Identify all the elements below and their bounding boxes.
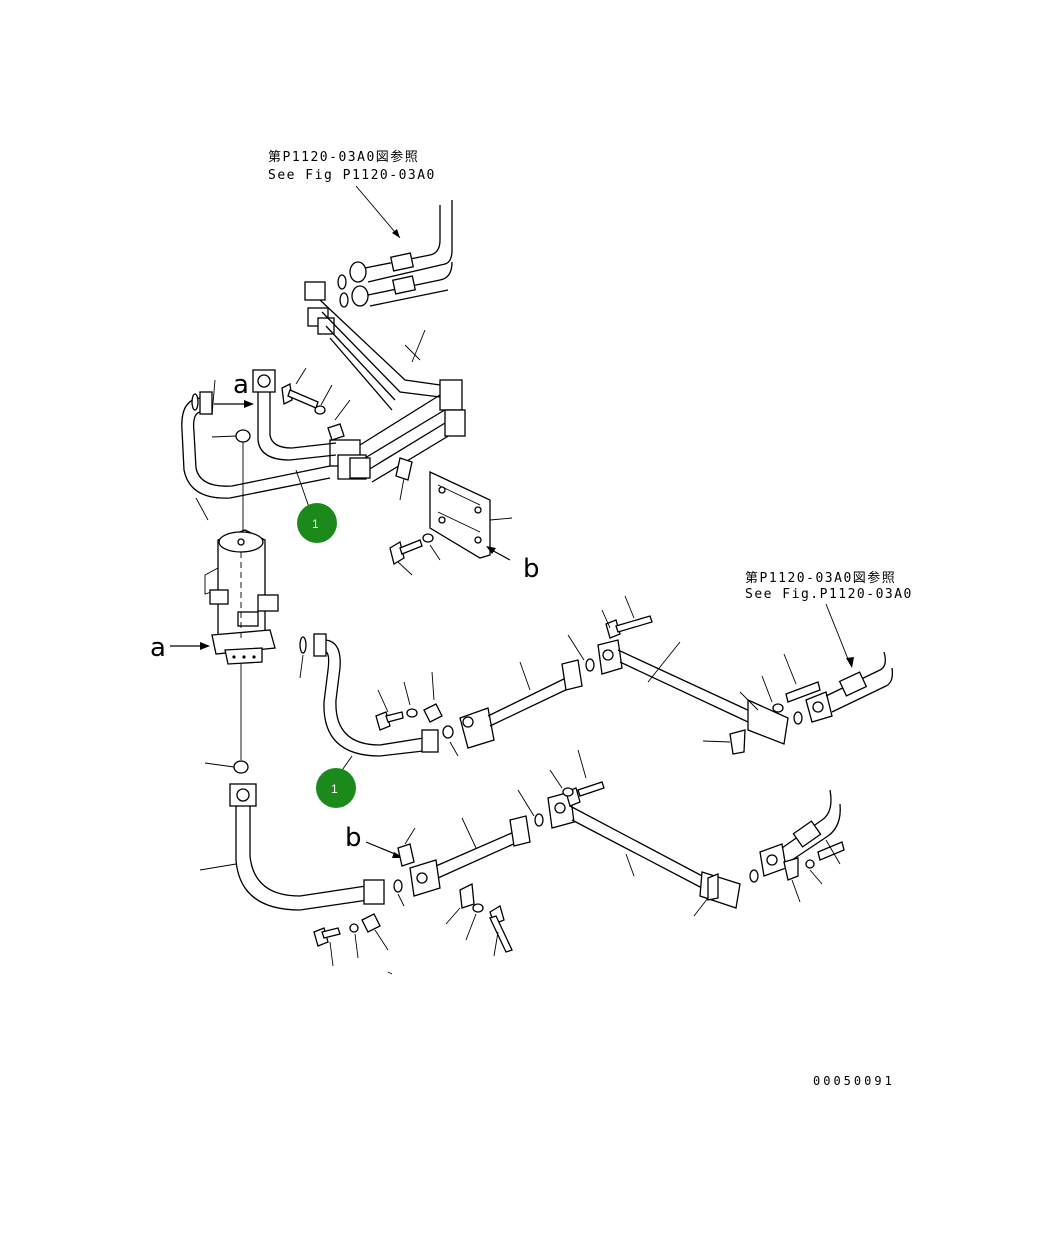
lower-left-bolt-set [313, 913, 389, 967]
upper-flange-blocks [304, 281, 335, 335]
view-a-lower-arrowhead [200, 642, 210, 650]
right-clamp-bolt [702, 653, 821, 755]
tube-junction-block [329, 439, 371, 480]
lower-bolt-right [465, 903, 513, 957]
view-label-b-lower: b [345, 823, 362, 853]
oring-upper [235, 429, 251, 443]
right-hose-upper [793, 651, 894, 725]
callout-1-upper[interactable] [297, 503, 337, 543]
view-label-a-upper: a [233, 370, 249, 400]
bracket-bolt [389, 533, 441, 576]
middle-bolt-set [375, 671, 443, 731]
oring-lower-leader [204, 762, 235, 768]
reference-top-jp: 第P1120-03A0図参照 [268, 149, 419, 165]
view-label-a-lower: a [150, 633, 166, 663]
reference-top-arrow [392, 229, 400, 238]
upper-bolt-set [281, 367, 351, 441]
view-label-b-upper: b [523, 554, 540, 584]
upper-supply-hoses [337, 200, 453, 308]
reference-right-jp: 第P1120-03A0図参照 [745, 570, 896, 586]
lower-right-hose [759, 789, 841, 877]
swivel-joint [204, 529, 279, 665]
elbow-fitting-upper [252, 369, 337, 511]
reference-right-leader [825, 603, 851, 665]
view-a-upper-arrowhead [244, 400, 254, 408]
middle-steel-tube [459, 634, 595, 749]
oring-lower [233, 760, 249, 774]
steel-tubes-upper [319, 299, 466, 483]
lower-right-tube [547, 749, 759, 917]
reference-top-en: See Fig P1120-03A0 [268, 168, 436, 183]
left-hose-upper [181, 379, 331, 521]
lower-steel-tube [397, 789, 544, 925]
tick-mark [387, 971, 393, 975]
lower-right-bolt-set [783, 839, 845, 903]
reference-right-en: See Fig.P1120-03A0 [745, 587, 913, 602]
reference-right-arrow [846, 657, 854, 668]
mounting-bracket [395, 457, 513, 559]
lower-left-hose [199, 783, 405, 911]
callout-1-upper-number: 1 [312, 517, 319, 531]
oring-upper-leader [211, 435, 237, 438]
drawing-code: 00050091 [813, 1074, 895, 1088]
callout-1-lower-number: 1 [331, 782, 338, 796]
callout-1-lower[interactable] [316, 768, 356, 808]
right-tube-upper [597, 595, 789, 745]
view-b-upper-arrowhead [486, 546, 496, 554]
reference-top-leader [355, 185, 401, 239]
middle-hose [299, 633, 459, 777]
